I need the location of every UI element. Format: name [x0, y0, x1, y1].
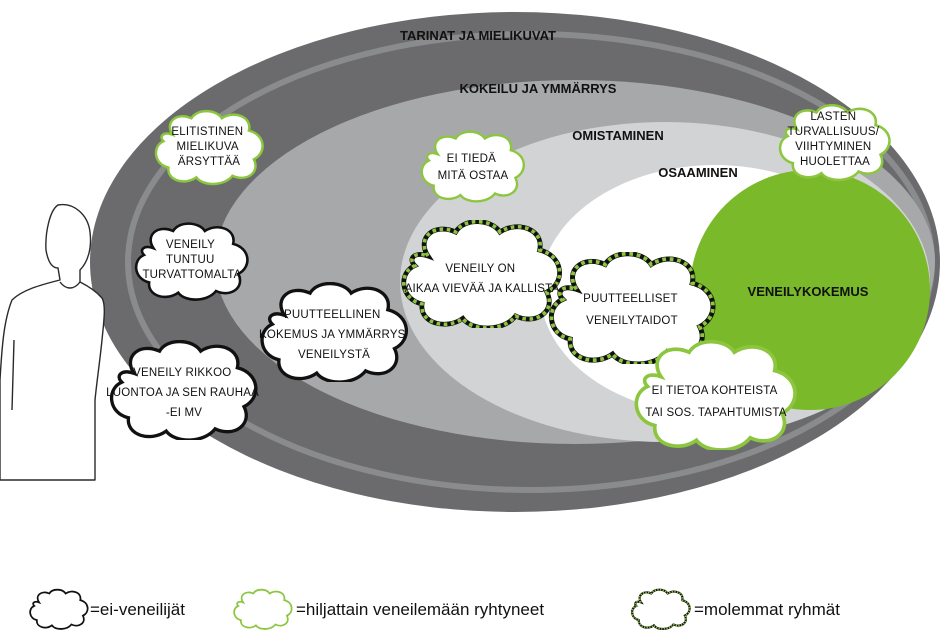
svg-text:VENEILY TUNTUU TUR: VENEILY TUNTUU TURVATTOMALTA — [142, 239, 241, 281]
legend-dotted-cloud-icon — [630, 588, 691, 630]
legend-green-label: =hiljattain veneilemään ryhtyneet — [296, 600, 544, 619]
legend-black-label: =ei-veneilijät — [90, 600, 185, 619]
cloud-line: HUOLETTAA — [800, 156, 870, 168]
cloud-line: VENEILYSTÄ — [298, 349, 370, 361]
svg-text:ELITISTINEN MIELIKUVA: ELITISTINEN MIELIKUVA ÄRSYTTÄÄ — [171, 126, 246, 168]
cloud-rikkoo: VENEILY RIKKOO LUONTOA JA SEN RAUHAA -EI… — [106, 340, 262, 440]
legend-green-cloud-icon — [233, 588, 293, 630]
cloud-line: VENEILY — [166, 239, 215, 251]
person-silhouette — [0, 203, 105, 481]
cloud-tuntuu: VENEILY TUNTUU TURVATTOMALTA — [134, 222, 249, 301]
cloud-line: ELITISTINEN — [171, 126, 243, 138]
cloud-line: PUUTTEELLISET — [583, 293, 677, 305]
cloud-line: EI TIETOA KOHTEISTA — [652, 385, 778, 397]
svg-text:PUUTTEELLISET VENEILYTAI: PUUTTEELLISET VENEILYTAIDOT — [583, 293, 681, 327]
cloud-line: LASTEN — [810, 111, 856, 123]
ring-outer-title: TARINAT JA MIELIKUVAT — [400, 28, 556, 43]
cloud-line: TURVATTOMALTA — [142, 269, 241, 281]
cloud-line: AIKAA VIEVÄÄ JA KALLISTA — [405, 283, 560, 295]
ring-core-title: VENEILYKOKEMUS — [748, 284, 869, 299]
cloud-tietoa: EI TIETOA KOHTEISTA TAI SOS. TAPAHTUMIST… — [634, 340, 797, 450]
svg-text:VENEILY RIKKOO LUONTOA J: VENEILY RIKKOO LUONTOA JA SEN RAUHAA -EI… — [106, 367, 262, 419]
cloud-line: VIIHTYMINEN — [795, 141, 871, 153]
ring-third-title: OMISTAMINEN — [572, 128, 663, 143]
cloud-line: VENEILY ON — [445, 263, 515, 275]
svg-text:PUUTTEELLINEN KOKEMUS JA: PUUTTEELLINEN KOKEMUS JA YMMÄRRYS VENEIL… — [259, 309, 409, 361]
cloud-line: TUNTUU — [166, 254, 214, 266]
cloud-ei-tieda: EI TIEDÄ MITÄ OSTAA — [420, 130, 526, 203]
legend-dotted-label: =molemmat ryhmät — [694, 600, 840, 619]
cloud-line: VENEILY RIKKOO — [133, 367, 231, 379]
cloud-line: MITÄ OSTAA — [438, 170, 509, 182]
cloud-taidot: PUUTTEELLISET VENEILYTAIDOT — [551, 252, 713, 364]
cloud-lasten: LASTEN TURVALLISUUS/ VIIHTYMINEN HUOLETT… — [778, 103, 892, 182]
cloud-line: MIELIKUVA — [176, 141, 238, 153]
svg-text:VENEILY ON AIKAA VIEVÄÄ: VENEILY ON AIKAA VIEVÄÄ JA KALLISTA — [405, 263, 560, 295]
cloud-line: TAI SOS. TAPAHTUMISTA — [645, 407, 786, 419]
legend-black-cloud-icon — [29, 588, 89, 630]
svg-text:LASTEN TURVALLISUUS/: LASTEN TURVALLISUUS/ VIIHTYMINEN HUOLETT… — [787, 111, 882, 168]
cloud-line: -EI MV — [166, 407, 202, 419]
legend: =ei-veneilijät =hiljattain veneilemään r… — [29, 588, 840, 630]
cloud-aikaa: VENEILY ON AIKAA VIEVÄÄ JA KALLISTA — [404, 220, 560, 328]
cloud-line: TURVALLISUUS/ — [787, 126, 879, 138]
ring-fourth-title: OSAAMINEN — [658, 165, 737, 180]
cloud-line: ÄRSYTTÄÄ — [178, 156, 240, 168]
svg-text:EI TIEDÄ MITÄ OSTAA: EI TIEDÄ MITÄ OSTAA — [438, 153, 509, 182]
svg-text:EI TIETOA KOHTEISTA TAI: EI TIETOA KOHTEISTA TAI SOS. TAPAHTUMIST… — [645, 385, 786, 419]
cloud-line: EI TIEDÄ — [447, 153, 496, 165]
cloud-line: LUONTOA JA SEN RAUHAA — [106, 387, 259, 399]
cloud-line: KOKEMUS JA YMMÄRRYS — [259, 329, 406, 341]
cloud-line: VENEILYTAIDOT — [586, 315, 678, 327]
cloud-elitistinen: ELITISTINEN MIELIKUVA ÄRSYTTÄÄ — [154, 109, 264, 186]
ring-second-title: KOKEILU JA YMMÄRRYS — [460, 81, 617, 96]
cloud-line: PUUTTEELLINEN — [284, 309, 381, 321]
cloud-puutteellinen: PUUTTEELLINEN KOKEMUS JA YMMÄRRYS VENEIL… — [259, 282, 409, 382]
